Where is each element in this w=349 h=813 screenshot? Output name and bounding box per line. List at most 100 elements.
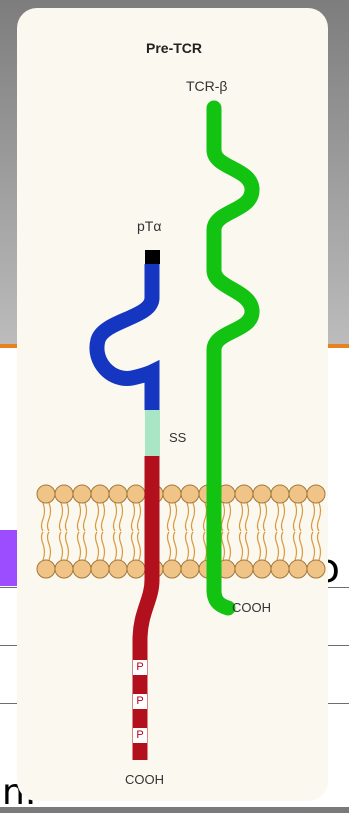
lipid-head <box>91 560 109 578</box>
lipid-head <box>109 560 127 578</box>
lipid-tail <box>258 532 261 560</box>
label-ss: SS <box>169 430 186 445</box>
lipid-tail <box>186 503 189 531</box>
lipid-tail <box>240 503 243 531</box>
lipid-head <box>181 560 199 578</box>
lipid-tail <box>264 532 267 560</box>
lipid-head <box>73 485 91 503</box>
lipid-head <box>271 485 289 503</box>
ss-segment <box>145 410 160 456</box>
tcr-beta-chain <box>214 108 252 590</box>
label-tcr-beta: TCR-β <box>186 78 228 94</box>
lipid-tail <box>204 503 207 531</box>
lipid-head <box>55 560 73 578</box>
lipid-head <box>55 485 73 503</box>
lipid-tail <box>60 503 63 531</box>
lipid-tail <box>276 532 279 560</box>
lipid-tail <box>78 503 81 531</box>
lipid-head <box>127 560 145 578</box>
lipid-tail <box>174 532 177 560</box>
lipid-tail <box>258 503 261 531</box>
lipid-tail <box>318 532 321 560</box>
lipid-tail <box>120 532 123 560</box>
lipid-tail <box>312 532 315 560</box>
lipid-tail <box>264 503 267 531</box>
lipid-head <box>235 485 253 503</box>
lipid-tail <box>168 503 171 531</box>
lipid-tail <box>282 503 285 531</box>
lipid-head <box>253 560 271 578</box>
lipid-tail <box>132 532 135 560</box>
lipid-tail <box>312 503 315 531</box>
lipid-tail <box>228 532 231 560</box>
lipid-tail <box>114 532 117 560</box>
lipid-tail <box>276 503 279 531</box>
lipid-head <box>307 560 325 578</box>
membrane-lipid-heads <box>37 485 325 578</box>
lipid-tail <box>222 532 225 560</box>
lipid-tail <box>102 503 105 531</box>
lipid-tail <box>66 503 69 531</box>
lipid-tail <box>132 503 135 531</box>
pt-alpha-chain <box>97 264 152 410</box>
lipid-tail <box>246 503 249 531</box>
lipid-head <box>289 485 307 503</box>
lipid-tail <box>138 503 141 531</box>
lipid-tail <box>246 532 249 560</box>
lipid-tail <box>48 503 51 531</box>
lipid-tail <box>294 503 297 531</box>
pt-alpha-black-tip <box>145 250 160 264</box>
lipid-tail <box>42 532 45 560</box>
lipid-tail <box>300 503 303 531</box>
phosphorylation-site: P <box>133 694 147 709</box>
figure-title: Pre-TCR <box>146 40 202 56</box>
lipid-tail <box>294 532 297 560</box>
lipid-tail <box>168 532 171 560</box>
pt-alpha-transmembrane-segment <box>140 456 152 760</box>
lipid-tail <box>84 503 87 531</box>
membrane-lipid-tails <box>42 503 321 560</box>
lipid-head <box>163 560 181 578</box>
lipid-head <box>127 485 145 503</box>
label-cooh-tcr-beta: COOH <box>232 600 271 615</box>
label-pt-alpha: pTα <box>137 218 161 234</box>
lipid-head <box>253 485 271 503</box>
lipid-tail <box>78 532 81 560</box>
lipid-tail <box>192 503 195 531</box>
lipid-tail <box>204 532 207 560</box>
lipid-tail <box>318 503 321 531</box>
lipid-tail <box>102 532 105 560</box>
tcr-beta-cooh-tail <box>214 590 228 608</box>
lipid-tail <box>138 532 141 560</box>
lipid-tail <box>222 503 225 531</box>
lipid-tail <box>240 532 243 560</box>
lipid-tail <box>186 532 189 560</box>
lipid-head <box>91 485 109 503</box>
lipid-head <box>37 485 55 503</box>
lipid-tail <box>174 503 177 531</box>
lipid-head <box>307 485 325 503</box>
lipid-head <box>271 560 289 578</box>
lipid-head <box>163 485 181 503</box>
lipid-tail <box>114 503 117 531</box>
lipid-head <box>289 560 307 578</box>
lipid-head <box>235 560 253 578</box>
lipid-tail <box>96 503 99 531</box>
lipid-tail <box>42 503 45 531</box>
lipid-tail <box>60 532 63 560</box>
lipid-tail <box>228 503 231 531</box>
lipid-tail <box>84 532 87 560</box>
lipid-head <box>109 485 127 503</box>
lipid-head <box>181 485 199 503</box>
lipid-tail <box>192 532 195 560</box>
lipid-tail <box>96 532 99 560</box>
lipid-head <box>73 560 91 578</box>
lipid-tail <box>48 532 51 560</box>
lipid-tail <box>66 532 69 560</box>
phosphorylation-site: P <box>133 660 147 675</box>
lipid-tail <box>300 532 303 560</box>
label-cooh-pt-alpha: COOH <box>125 772 164 787</box>
phosphorylation-site: P <box>133 728 147 743</box>
lipid-head <box>37 560 55 578</box>
